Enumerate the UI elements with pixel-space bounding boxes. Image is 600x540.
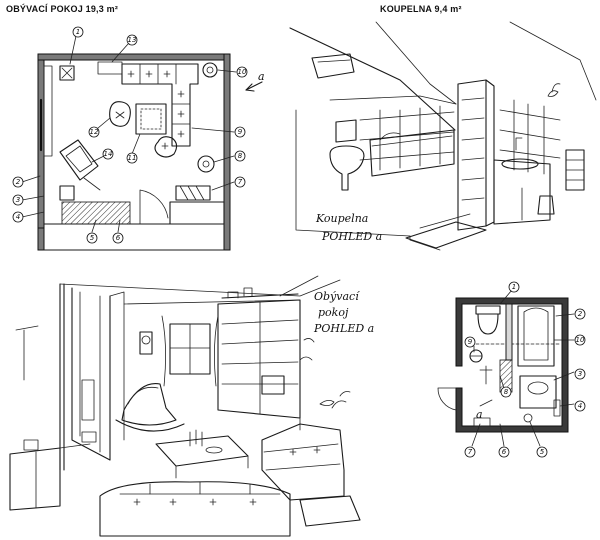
bath-callout-9: 9 — [468, 338, 473, 346]
east-wall — [223, 53, 231, 251]
bathroom-caption-line2: POHLED a — [321, 230, 382, 243]
bathroom-caption-line1: Koupelna — [315, 212, 368, 225]
plant-pot — [202, 62, 218, 78]
plan-door-swing — [437, 387, 457, 411]
callout-2: 2 — [16, 178, 21, 186]
bathtub — [369, 129, 455, 177]
callout-3: 3 — [16, 196, 20, 204]
corner-sofa — [121, 63, 199, 147]
bath-callout-8: 8 — [504, 388, 509, 396]
side-sofa — [261, 423, 345, 501]
bath-callout-6: 6 — [502, 448, 507, 456]
wall-shelf — [43, 65, 53, 157]
bath-callout-4: 4 — [578, 402, 582, 410]
callout-5: 5 — [90, 234, 95, 242]
living-room-title: OBÝVACÍ POKOJ 19,3 m² — [6, 3, 118, 14]
bookcase — [217, 299, 301, 419]
toilet-tank — [335, 119, 357, 143]
sink-basin — [501, 158, 539, 170]
bath-callout-2: 2 — [578, 310, 583, 318]
west-wall — [37, 53, 45, 251]
small-cabinet — [59, 185, 75, 201]
callout-4: 4 — [16, 213, 20, 221]
callout-11: 11 — [128, 154, 137, 162]
wall-clock — [139, 331, 153, 355]
bath-plan-callouts: 1 2 3 4 5 6 7 8 9 10 — [464, 281, 586, 458]
plan-view-marker: a — [476, 408, 483, 421]
south-cabinet — [169, 201, 225, 225]
shelf-tower — [457, 79, 487, 231]
skylight — [311, 53, 355, 79]
foreground-sofa — [99, 481, 291, 537]
armchair — [59, 139, 99, 181]
plants — [319, 391, 351, 409]
desk — [97, 61, 123, 75]
living-caption-line2: pokoj — [318, 306, 349, 319]
bathroom-plan: a 1 2 3 4 5 6 7 8 9 10 — [437, 281, 586, 458]
wall-lamp — [15, 325, 39, 381]
plan-radiator — [553, 399, 561, 417]
door-swing — [139, 189, 169, 225]
waste-bin — [537, 195, 555, 215]
bath-callout-1: 1 — [512, 283, 516, 291]
bath-callout-10: 10 — [576, 336, 585, 344]
rocking-chair — [121, 382, 177, 426]
living-caption-line3: POHLED a — [313, 322, 374, 335]
callout-1: 1 — [76, 28, 80, 36]
view-marker-a: a — [258, 70, 265, 83]
callout-8: 8 — [238, 152, 243, 160]
pouf-2 — [154, 136, 178, 158]
wall-plant — [547, 83, 561, 97]
toilet-bowl — [329, 145, 365, 191]
side-table-view — [299, 495, 361, 527]
bath-callout-5: 5 — [540, 448, 545, 456]
living-room-plan: OBÝVACÍ POKOJ 19,3 m² — [6, 3, 265, 251]
bath-callout-7: 7 — [468, 448, 473, 456]
pouf-1 — [109, 101, 131, 127]
plan-toilet-bowl — [477, 313, 499, 335]
vanity-cabinet — [493, 159, 551, 225]
callout-12: 12 — [90, 128, 99, 136]
television — [261, 375, 285, 395]
floor-step — [405, 221, 487, 249]
round-lamp — [197, 155, 215, 173]
bathroom-title: KOUPELNA 9,4 m² — [380, 4, 462, 14]
coffee-table — [135, 103, 167, 135]
callout-9: 9 — [238, 128, 243, 136]
living-caption-line1: Obývací — [314, 290, 360, 303]
bathroom-view: KOUPELNA 9,4 m² — [289, 4, 597, 251]
plan-bathtub — [517, 305, 555, 367]
north-wall — [37, 53, 231, 61]
callout-6: 6 — [116, 234, 121, 242]
plan-toilet-tank — [475, 305, 501, 315]
living-room-view: Obývací pokoj POHLED a — [9, 275, 374, 537]
low-cabinet — [9, 447, 61, 511]
bench — [175, 185, 211, 201]
bath-callout-3: 3 — [578, 370, 582, 378]
callout-7: 7 — [238, 178, 243, 186]
plan-callouts: 1 2 3 4 5 6 7 8 9 10 11 12 13 1 — [12, 26, 248, 244]
bath-walls — [455, 297, 569, 433]
view-arrow — [245, 81, 263, 91]
side-table — [59, 65, 75, 81]
plan-sink — [527, 381, 549, 395]
callout-13: 13 — [128, 36, 137, 44]
sw-wall-piece — [37, 227, 45, 251]
callout-14: 14 — [104, 150, 113, 158]
candles — [189, 429, 203, 447]
callout-10: 10 — [238, 68, 247, 76]
plan-vanity — [519, 375, 557, 409]
partition — [505, 303, 513, 361]
